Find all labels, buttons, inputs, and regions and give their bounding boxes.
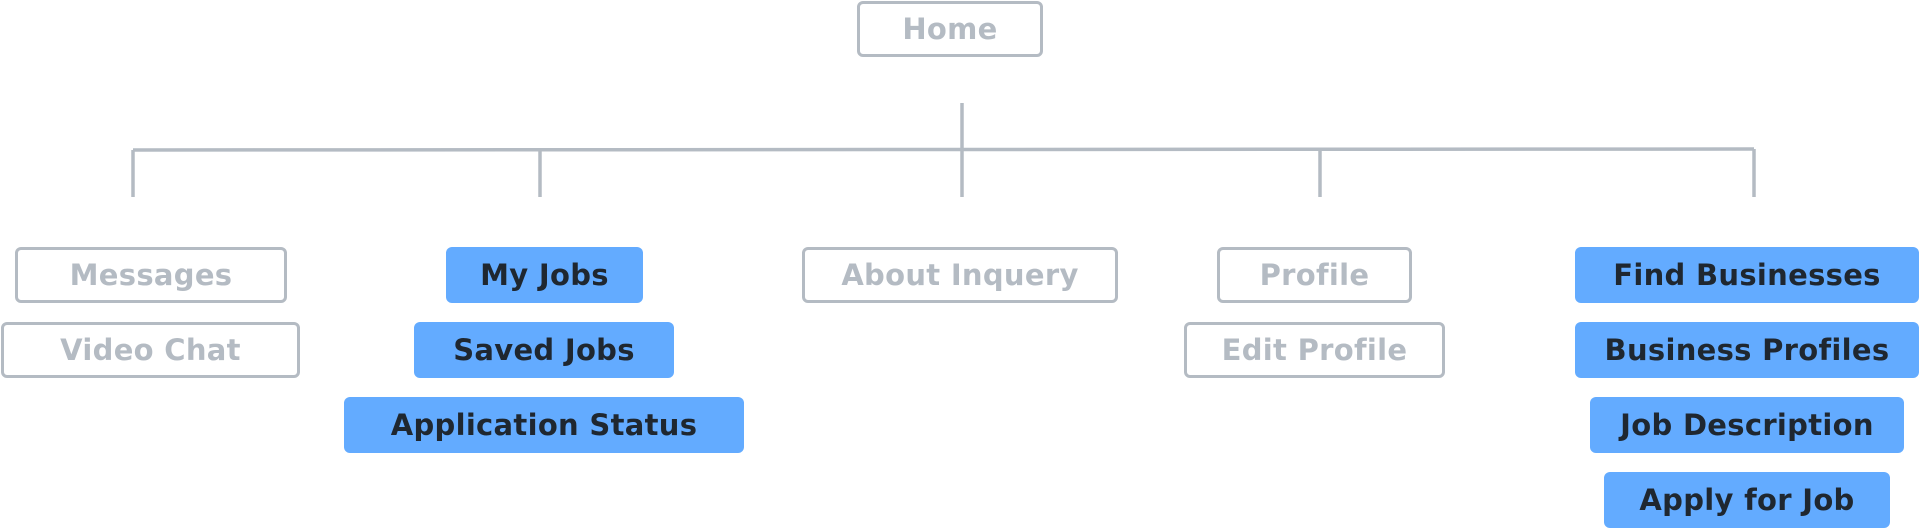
node-apply-for-job[interactable]: Apply for Job xyxy=(1604,472,1890,528)
node-my-jobs[interactable]: My Jobs xyxy=(446,247,643,303)
node-find-businesses[interactable]: Find Businesses xyxy=(1575,247,1919,303)
node-video-chat-label: Video Chat xyxy=(60,333,241,367)
node-messages-label: Messages xyxy=(69,258,233,292)
node-edit-profile[interactable]: Edit Profile xyxy=(1184,322,1445,378)
node-profile-label: Profile xyxy=(1259,258,1370,292)
node-video-chat[interactable]: Video Chat xyxy=(1,322,300,378)
node-saved-jobs-label: Saved Jobs xyxy=(453,333,635,367)
node-application-status[interactable]: Application Status xyxy=(344,397,744,453)
node-profile[interactable]: Profile xyxy=(1217,247,1412,303)
node-about-inquery[interactable]: About Inquery xyxy=(802,247,1118,303)
node-application-status-label: Application Status xyxy=(390,408,698,442)
node-home[interactable]: Home xyxy=(857,1,1043,57)
node-find-businesses-label: Find Businesses xyxy=(1613,258,1881,292)
node-business-profiles[interactable]: Business Profiles xyxy=(1575,322,1919,378)
node-saved-jobs[interactable]: Saved Jobs xyxy=(414,322,674,378)
node-my-jobs-label: My Jobs xyxy=(480,258,609,292)
node-job-description[interactable]: Job Description xyxy=(1590,397,1904,453)
horizontal-bus xyxy=(132,147,1755,152)
node-business-profiles-label: Business Profiles xyxy=(1604,333,1890,367)
node-about-inquery-label: About Inquery xyxy=(841,258,1079,292)
node-messages[interactable]: Messages xyxy=(15,247,287,303)
node-edit-profile-label: Edit Profile xyxy=(1221,333,1408,367)
node-home-label: Home xyxy=(902,12,998,46)
node-apply-for-job-label: Apply for Job xyxy=(1639,483,1855,517)
node-job-description-label: Job Description xyxy=(1620,408,1874,442)
